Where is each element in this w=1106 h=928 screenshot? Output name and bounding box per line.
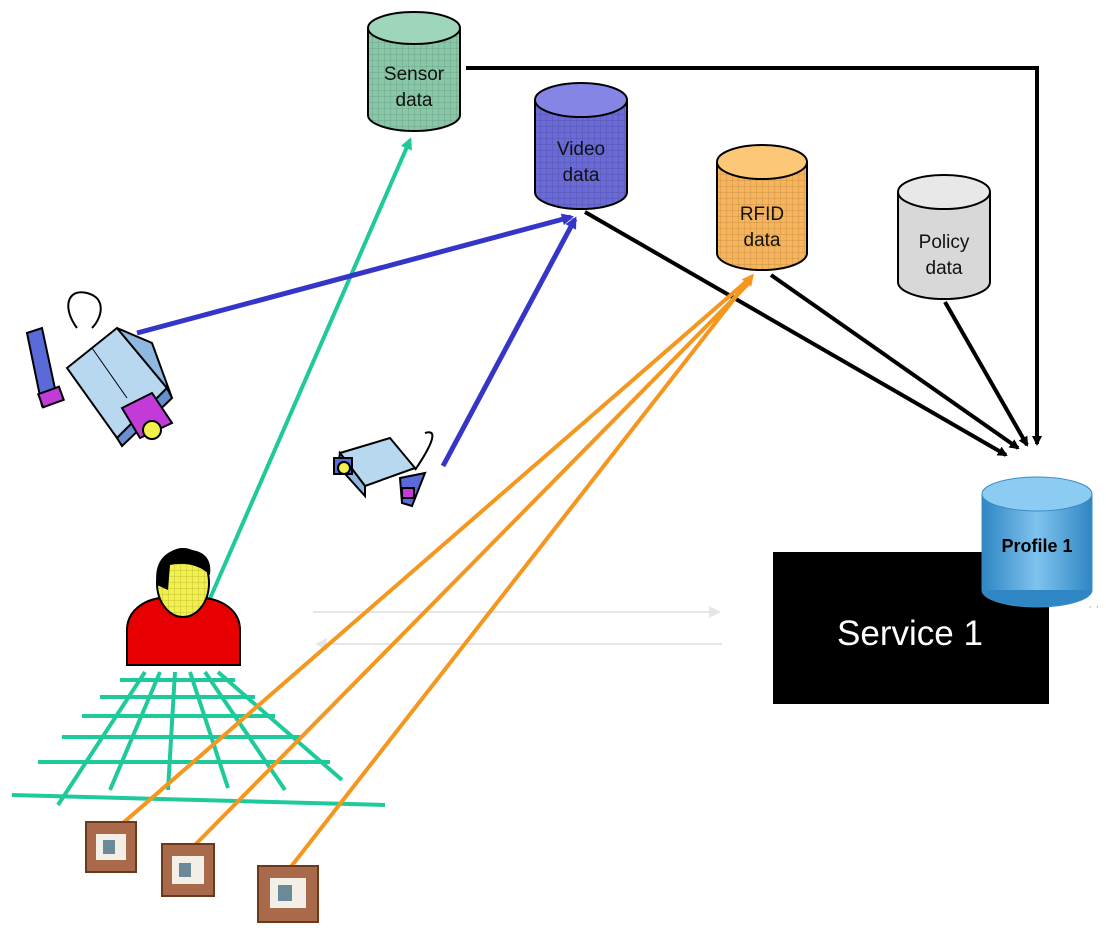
svg-text:· ·: · ·: [1088, 599, 1099, 613]
user-icon: [126, 548, 241, 666]
sensor-data-label-line2: data: [396, 90, 433, 111]
camera-icon: [333, 431, 434, 508]
rfid-tag-icon: [161, 843, 215, 897]
rfid-data-label-line1: RFID: [740, 204, 784, 225]
profile-database: Profile 1 · ·: [981, 476, 1099, 613]
policy-data-label-line2: data: [926, 258, 963, 279]
service-interaction-arrows: [313, 606, 722, 650]
rfid-tag-icon: [257, 865, 319, 923]
profile-label: Profile 1: [1001, 536, 1072, 556]
rfid-database: RFID data: [716, 144, 808, 271]
service-label: Service 1: [837, 614, 983, 653]
sensor-data-label-line1: Sensor: [384, 64, 445, 85]
profile-links: [466, 66, 1042, 457]
sensor-grid-icon: [11, 670, 386, 807]
rfid-tag-icon: [85, 821, 137, 873]
policy-database: Policy data: [897, 174, 991, 300]
video-data-label-line2: data: [563, 165, 600, 186]
sensor-link: [206, 137, 412, 604]
camera-icon: [25, 291, 174, 448]
rfid-links: [113, 273, 754, 870]
rfid-data-label-line2: data: [744, 230, 781, 251]
policy-data-label-line1: Policy: [919, 232, 970, 253]
video-data-label-line1: Video: [557, 139, 605, 160]
video-links: [136, 213, 578, 468]
video-database: Video data: [534, 82, 628, 210]
sensor-database: Sensor data: [367, 11, 461, 132]
